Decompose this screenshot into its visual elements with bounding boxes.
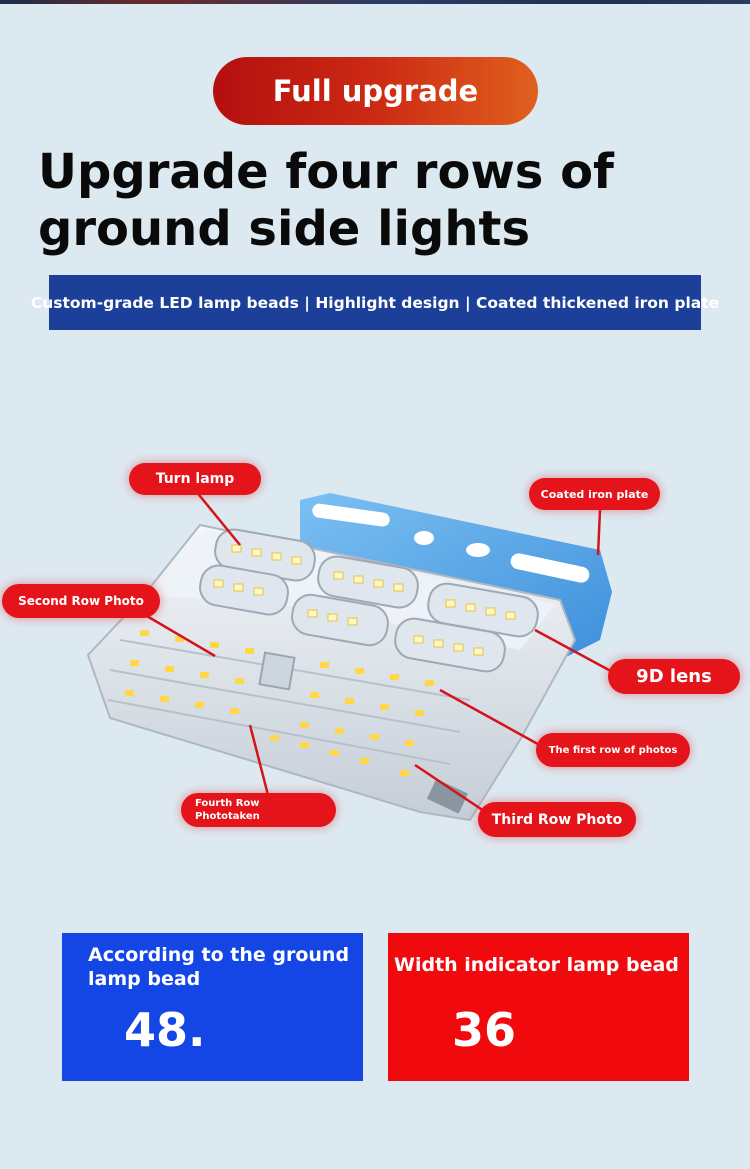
plate-hole xyxy=(414,531,434,545)
center-divider xyxy=(258,651,296,691)
callout-label: The first row of photos xyxy=(548,744,678,756)
callout-third-row: Third Row Photo xyxy=(478,802,636,837)
side-light-product-image xyxy=(86,489,621,822)
callout-label: Coated iron plate xyxy=(540,487,649,501)
callout-label-line-2: Phototaken xyxy=(195,811,260,822)
ground-bead-stat-card: According to the ground lamp bead 48. xyxy=(62,933,363,1081)
callout-label: Second Row Photo xyxy=(18,594,144,608)
callout-coated-iron-plate: Coated iron plate xyxy=(529,478,660,510)
page-headline: Upgrade four rows of ground side lights xyxy=(38,144,698,258)
headline-line-2: ground side lights xyxy=(38,201,531,257)
callout-fourth-row: Fourth Row Phototaken xyxy=(181,793,336,827)
stat-value: 36 xyxy=(452,1003,517,1057)
full-upgrade-badge: Full upgrade xyxy=(213,57,538,125)
callout-label: Turn lamp xyxy=(155,471,235,487)
plate-hole xyxy=(466,543,490,557)
headline-line-1: Upgrade four rows of xyxy=(38,144,614,200)
connector xyxy=(426,778,468,814)
features-bar: Custom-grade LED lamp beads | Highlight … xyxy=(31,275,719,330)
features-text: Custom-grade LED lamp beads | Highlight … xyxy=(30,293,720,312)
callout-label: 9D lens xyxy=(636,666,712,687)
turn-lamp-beads xyxy=(213,544,516,656)
stat-label: According to the ground lamp bead xyxy=(88,944,350,990)
ground-light-beads xyxy=(125,630,434,776)
callout-turn-lamp: Turn lamp xyxy=(129,463,261,495)
stat-label: Width indicator lamp bead xyxy=(394,954,679,976)
callout-9d-lens: 9D lens xyxy=(608,659,740,694)
stat-value: 48. xyxy=(124,1003,206,1057)
width-indicator-stat-card: Width indicator lamp bead 36 xyxy=(388,933,689,1081)
callout-label-line-1: Fourth Row xyxy=(195,798,260,809)
callout-label: Fourth Row Phototaken xyxy=(195,797,260,823)
turn-lamp-pods xyxy=(199,528,539,673)
badge-label: Full upgrade xyxy=(272,74,479,108)
callout-label: Third Row Photo xyxy=(491,811,623,828)
plate-slot xyxy=(312,503,390,527)
callout-second-row: Second Row Photo xyxy=(2,584,160,618)
callout-first-row: The first row of photos xyxy=(536,733,690,767)
ground-light-rows xyxy=(107,639,471,765)
leader-lines xyxy=(139,489,621,817)
top-color-strip xyxy=(0,0,750,4)
plate-slot xyxy=(510,553,590,583)
